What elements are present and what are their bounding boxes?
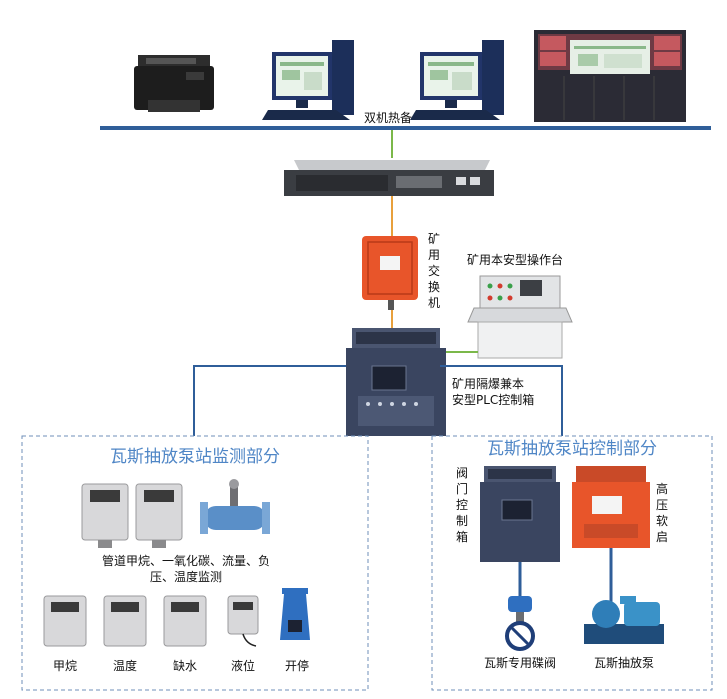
dual-hot-backup-label: 双机热备 <box>364 111 412 125</box>
operator-console-icon <box>467 275 573 359</box>
mine-switch-label-3: 交 <box>428 263 440 278</box>
water-shortage-sensor-icon <box>163 595 207 647</box>
monitoring-section-border <box>21 435 369 691</box>
drainage-pump-icon <box>584 596 664 644</box>
plc-box-label-1: 矿用隔爆兼本 <box>452 377 524 391</box>
mine-switch-label-4: 换 <box>428 280 440 294</box>
valve-control-box-icon <box>480 466 560 562</box>
butterfly-valve-icon <box>505 596 535 651</box>
soft-start-label-4: 启 <box>656 530 668 544</box>
butterfly-valve-label: 瓦斯专用碟阀 <box>484 655 556 670</box>
pipeline-caption-2: 压、温度监测 <box>150 569 222 584</box>
mine-switch-label-5: 机 <box>428 296 440 310</box>
workstation-2-icon <box>410 40 504 120</box>
network-bus <box>100 126 711 130</box>
workstation-1-icon <box>262 40 354 120</box>
operator-console-label: 矿用本安型操作台 <box>467 252 563 267</box>
soft-start-label-1: 高 <box>656 481 668 496</box>
flow-meter-icon <box>200 479 270 534</box>
sensor-label-temperature: 温度 <box>113 658 137 673</box>
plc-monitoring-link <box>193 365 346 436</box>
valve-box-label-4: 制 <box>456 514 468 528</box>
liquid-level-sensor-icon <box>227 595 259 647</box>
methane-sensor-icon <box>43 595 87 647</box>
mine-switch-label-1: 矿 <box>428 232 440 246</box>
control-section-border <box>431 435 713 691</box>
monitoring-section-title: 瓦斯抽放泵站监测部分 <box>110 447 280 467</box>
soft-start-box-icon <box>572 466 650 548</box>
drainage-pump-label: 瓦斯抽放泵 <box>594 655 654 670</box>
sensor-label-methane: 甲烷 <box>53 659 77 673</box>
plc-control-box-icon <box>346 328 446 436</box>
start-stop-sensor-icon <box>280 588 310 640</box>
temperature-sensor-icon <box>103 595 147 647</box>
sensor-label-water-shortage: 缺水 <box>173 658 197 673</box>
valve-box-label-1: 阀 <box>456 466 468 480</box>
plc-control-link <box>440 365 563 436</box>
control-section-title: 瓦斯抽放泵站控制部分 <box>487 439 657 459</box>
gas-sensor-2-icon <box>135 483 183 548</box>
pipeline-caption-1: 管道甲烷、一氧化碳、流量、负 <box>102 553 270 568</box>
mine-switch-icon <box>362 236 418 310</box>
soft-start-label-3: 软 <box>656 514 668 528</box>
video-wall-icon <box>534 30 686 122</box>
gas-sensor-1-icon <box>81 483 129 548</box>
mine-switch-label-2: 用 <box>428 248 440 262</box>
plc-box-label-2: 安型PLC控制箱 <box>452 392 534 407</box>
sensor-label-start-stop: 开停 <box>285 658 309 673</box>
network-switch-icon <box>284 160 494 196</box>
sensor-label-liquid-level: 液位 <box>231 658 255 673</box>
valve-box-label-3: 控 <box>456 498 468 512</box>
valve-box-label-5: 箱 <box>456 529 468 544</box>
soft-start-label-2: 压 <box>656 498 668 512</box>
valve-box-label-2: 门 <box>456 481 468 496</box>
printer-icon <box>134 55 214 112</box>
